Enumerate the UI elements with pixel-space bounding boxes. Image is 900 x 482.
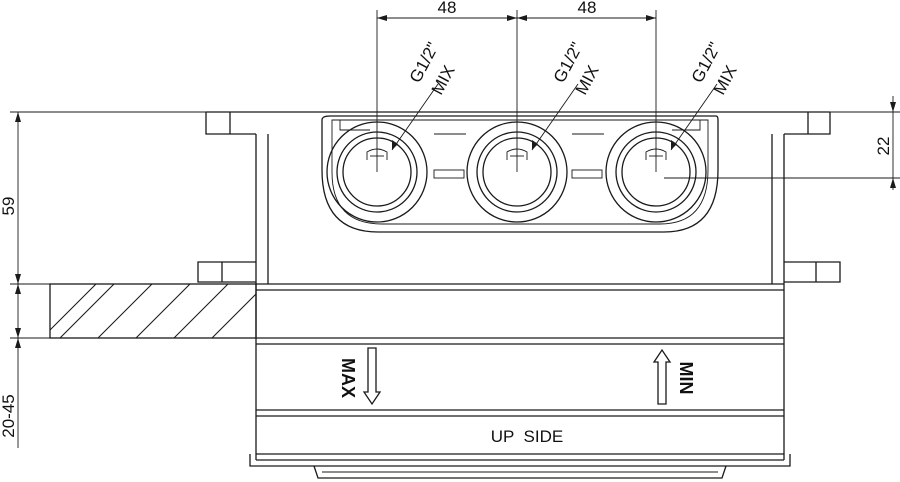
dimension-wall-range: 20-45 <box>0 394 18 437</box>
dimension-height: 59 20-45 <box>0 111 206 448</box>
max-marker: MAX <box>338 347 382 406</box>
dimension-offset-value: 22 <box>874 137 893 156</box>
port-label-middle-type: MIX <box>572 62 603 98</box>
dimension-port-offset: 22 <box>664 96 900 190</box>
arrow-down-icon <box>362 347 382 406</box>
dimension-spacing-right: 48 <box>578 0 597 17</box>
wall-hatch <box>49 283 257 339</box>
port-label-right: G1/2" MIX <box>670 39 741 151</box>
up-side-label: UP SIDE <box>491 427 563 446</box>
max-label: MAX <box>338 358 358 398</box>
dimension-spacing-left: 48 <box>438 0 457 17</box>
port-label-middle: G1/2" MIX <box>531 39 603 151</box>
port-label-right-type: MIX <box>710 62 741 98</box>
housing-body <box>197 111 841 479</box>
arrow-up-icon <box>652 348 672 405</box>
min-marker: MIN <box>652 348 696 405</box>
dimension-height-total: 59 <box>0 197 18 216</box>
port-label-left-type: MIX <box>428 62 459 98</box>
port-label-left: G1/2" MIX <box>391 39 459 151</box>
dimension-port-spacing: 48 48 <box>376 0 657 172</box>
min-label: MIN <box>676 362 696 395</box>
port-manifold <box>321 115 719 233</box>
